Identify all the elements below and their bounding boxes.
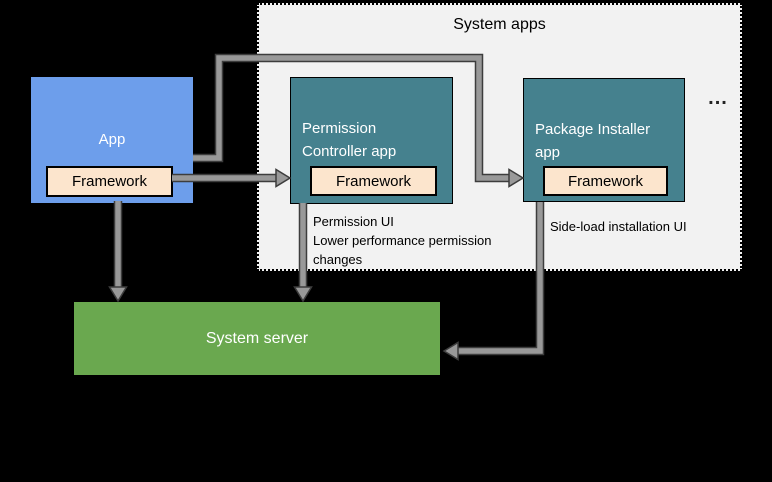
- more-apps-ellipsis: ...: [708, 87, 728, 109]
- permission-controller-framework-box: Framework: [310, 166, 437, 196]
- permission-controller-title: Permission Controller app: [302, 120, 397, 160]
- system-server-box: System server: [74, 302, 440, 375]
- app-title: App: [98, 131, 126, 148]
- app-framework-box: Framework: [46, 166, 173, 197]
- permission-controller-note: Permission UI Lower performance permissi…: [313, 212, 525, 269]
- package-installer-title: Package Installer app: [535, 121, 651, 161]
- package-installer-note: Side-load installation UI: [550, 219, 687, 234]
- permission-controller-note-line2: Lower performance permission changes: [313, 233, 492, 267]
- system-apps-title: System apps: [453, 16, 546, 33]
- arrow-app-to-system-server: [108, 201, 128, 303]
- permission-controller-note-line1: Permission UI: [313, 214, 394, 229]
- package-installer-framework-box: Framework: [543, 166, 668, 196]
